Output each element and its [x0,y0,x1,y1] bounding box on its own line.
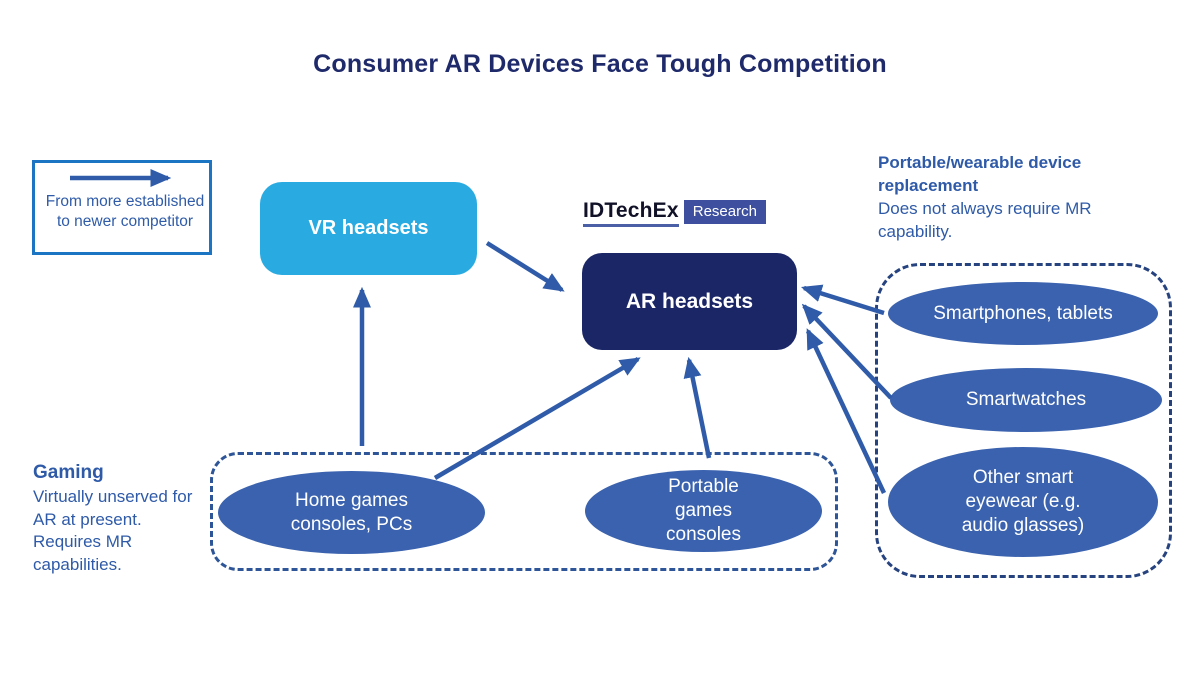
legend-label: From more established to newer competito… [45,193,205,231]
ar-headsets-label: AR headsets [625,289,754,313]
smartphones-tablets-label: Smartphones, tablets [933,302,1113,324]
replacement-annotation: Portable/wearable device replacement Doe… [878,152,1140,243]
smartwatches-ellipse: Smartwatches [890,368,1162,432]
idtechex-logo-brand: IDTechEx [583,200,679,227]
arrow-portable-to-ar [683,356,712,459]
home-consoles-label: Home games consoles, PCs [290,489,413,535]
portable-consoles-ellipse: Portable games consoles [585,470,822,552]
gaming-annotation-body: Virtually unserved for AR at present. Re… [33,487,193,575]
home-consoles-ellipse: Home games consoles, PCs [218,471,485,554]
replacement-annotation-heading: Portable/wearable device replacement [878,153,1082,195]
smartphones-tablets-ellipse: Smartphones, tablets [888,282,1158,345]
replacement-annotation-body: Does not always require MR capability. [878,199,1092,241]
legend-box: From more established to newer competito… [32,160,212,255]
idtechex-logo-research-tag: Research [683,200,766,224]
arrow-smartphones-to-ar [800,284,885,316]
vr-headsets-label: VR headsets [308,217,429,239]
ar-headsets-node: AR headsets [582,253,797,350]
portable-consoles-label: Portable games consoles [666,476,741,545]
gaming-annotation: Gaming Virtually unserved for AR at pres… [33,460,198,577]
page-title: Consumer AR Devices Face Tough Competiti… [313,50,887,78]
smartwatches-label: Smartwatches [965,389,1087,411]
smart-eyewear-label: Other smart eyewear (e.g. audio glasses) [961,467,1085,536]
idtechex-logo: IDTechEx Research [583,200,766,228]
arrow-vr-to-ar [485,241,565,292]
smart-eyewear-ellipse: Other smart eyewear (e.g. audio glasses) [888,447,1158,557]
gaming-annotation-heading: Gaming [33,462,104,483]
vr-headsets-node: VR headsets [260,182,477,275]
